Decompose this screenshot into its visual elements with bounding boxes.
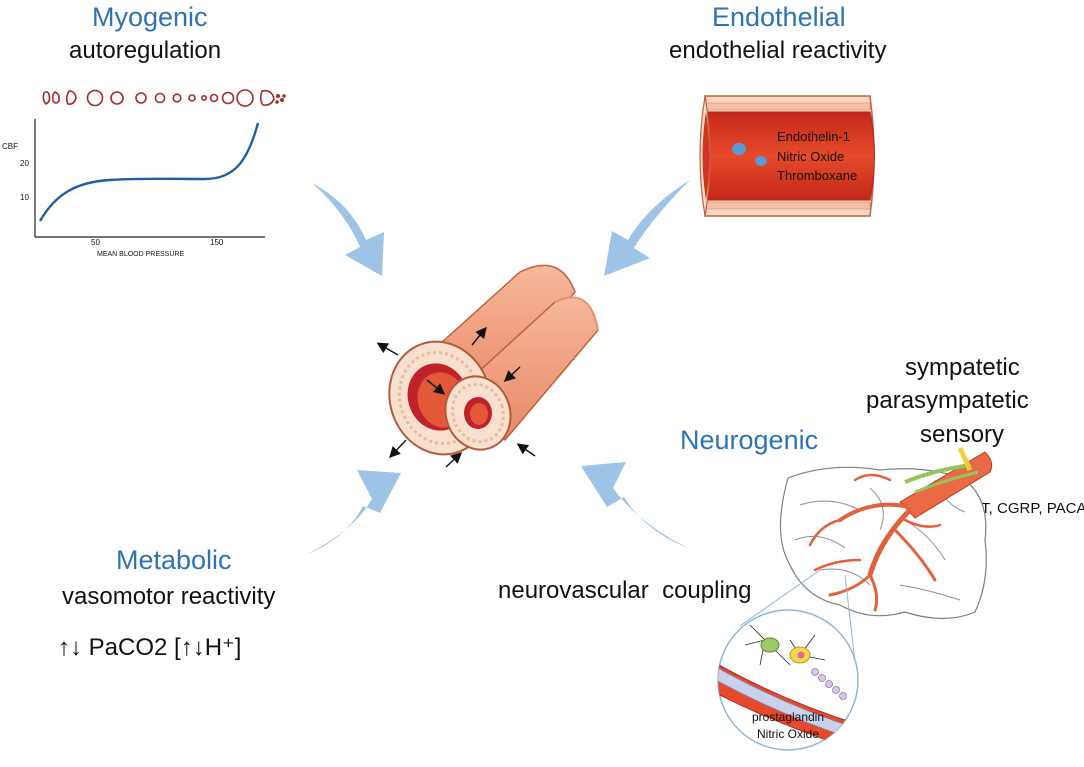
arrow-from-myogenic (312, 183, 384, 276)
x-tick-150: 150 (210, 238, 224, 247)
inset-prostaglandin: prostaglandin (752, 710, 824, 724)
y-tick-10: 10 (20, 193, 29, 202)
cbf-curve (38, 122, 260, 222)
neurogenic-title: Neurogenic (680, 425, 819, 455)
vessel-diameter-icons (42, 89, 286, 107)
metabolic-subtitle: vasomotor reactivity (62, 583, 276, 610)
brain-vessel-illustration (739, 446, 993, 663)
chart-ylabel: CBF (2, 142, 18, 151)
nerve-type-parasympathetic: parasympatetic (866, 387, 1029, 414)
flow-arrows (305, 180, 690, 555)
endothelial-subtitle: endothelial reactivity (669, 37, 887, 64)
neurovascular-coupling-label: neurovascular coupling (498, 577, 752, 604)
metabolic-formula: ↑↓ PaCO2 [↑↓H⁺] (58, 634, 242, 661)
nerve-type-sensory: sensory (920, 421, 1005, 448)
arrow-from-neurogenic (581, 462, 688, 548)
factor-nitric-oxide: Nitric Oxide (777, 149, 844, 164)
metabolic-title: Metabolic (116, 545, 232, 575)
nerve-type-sympathetic: sympatetic (905, 354, 1020, 381)
arrow-from-metabolic (305, 470, 401, 555)
central-vessels-illustration (376, 264, 599, 468)
x-tick-50: 50 (91, 238, 100, 247)
endothelial-title: Endothelial (712, 2, 846, 32)
neurotransmitters-label: 5HT, CGRP, PACAP (962, 500, 1084, 517)
factor-endothelin: Endothelin-1 (777, 129, 850, 144)
inset-nitric-oxide: Nitric Oxide (757, 727, 819, 741)
neurovascular-inset: prostaglandin Nitric Oxide (717, 609, 859, 751)
autoregulation-chart: CBF 20 10 50 150 MEAN BLOOD PRESSURE (2, 89, 286, 258)
endothelial-cell-dot (732, 143, 746, 155)
endothelial-cell-dot (755, 156, 767, 166)
myogenic-subtitle: autoregulation (69, 37, 222, 64)
endothelial-vessel-illustration: Endothelin-1 Nitric Oxide Thromboxane (699, 95, 875, 217)
chart-xlabel: MEAN BLOOD PRESSURE (97, 251, 184, 258)
factor-thromboxane: Thromboxane (777, 168, 857, 183)
myogenic-title: Myogenic (92, 2, 208, 32)
pressure-arrows (376, 326, 536, 468)
arrow-from-endothelial (604, 180, 690, 276)
y-tick-20: 20 (20, 159, 29, 168)
